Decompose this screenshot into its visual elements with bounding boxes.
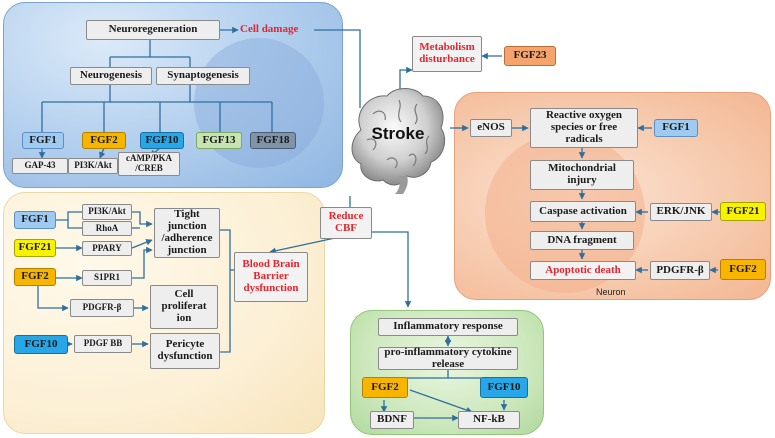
inflam-fgf10-box: FGF10 <box>480 377 528 398</box>
pericyte-dysfunction-box: Pericyte dysfunction <box>150 333 220 369</box>
neuron-caption: Neuron <box>596 287 626 297</box>
ppary-box: PPARY <box>82 241 132 256</box>
bdnf-box: BDNF <box>370 411 414 429</box>
reduce-cbf-box: Reduce CBF <box>320 207 372 239</box>
wire <box>131 239 153 249</box>
inflam-fgf2-box: FGF2 <box>362 377 408 398</box>
wire <box>409 389 473 414</box>
s1pr1-box: S1PR1 <box>82 270 132 286</box>
fgf18-box: FGF18 <box>250 132 296 149</box>
neurogenesis-box: Neurogenesis <box>70 67 152 85</box>
pi3k-akt-box: PI3K/Akt <box>68 158 118 174</box>
gap43-box: GAP-43 <box>12 158 68 174</box>
wire <box>220 229 231 353</box>
mitochondrial-injury-box: Mitochondrial injury <box>530 160 634 190</box>
pdgf-bb-box: PDGF BB <box>74 335 132 353</box>
wire <box>99 147 106 159</box>
stroke-label: Stroke <box>371 124 425 143</box>
bbb-pdgfr-box: PDGFR-β <box>70 299 134 317</box>
wire <box>269 237 336 254</box>
fgf13-box: FGF13 <box>196 132 242 149</box>
neuroregeneration-box: Neuroregeneration <box>86 20 220 40</box>
wire <box>399 66 413 92</box>
ros-box: Reactive oxygen species or free radicals <box>530 108 638 148</box>
brain-icon <box>343 78 451 196</box>
bbb-fgf2-box: FGF2 <box>14 268 56 286</box>
nfkb-box: NF-kB <box>458 411 520 429</box>
caspase-activation-box: Caspase activation <box>530 201 636 222</box>
metabolism-disturbance-box: Metabolism disturbance <box>412 36 482 72</box>
bbb-fgf1-box: FGF1 <box>14 211 56 229</box>
wire <box>56 211 82 221</box>
wire <box>67 220 82 229</box>
fgf2-box: FGF2 <box>82 132 126 149</box>
fgf1-box: FGF1 <box>22 132 64 149</box>
fgf23-box: FGF23 <box>504 46 556 66</box>
enos-box: eNOS <box>470 119 512 137</box>
neuron-fgf1-box: FGF1 <box>654 119 698 137</box>
bbb-fgf10-box: FGF10 <box>14 335 68 354</box>
cell-damage-label: Cell damage <box>240 23 299 35</box>
cytokine-release-box: pro-inflammatory cytokine release <box>378 346 518 370</box>
neuron-fgf2-box: FGF2 <box>720 259 766 280</box>
camp-pka-creb-box: cAMP/PKA /CREB <box>118 152 180 176</box>
bbb-fgf21-box: FGF21 <box>14 239 56 257</box>
fgf10-box: FGF10 <box>140 132 184 149</box>
synaptogenesis-box: Synaptogenesis <box>156 67 250 85</box>
cell-proliferation-box: Cell proliferat ion <box>150 285 218 329</box>
wire <box>132 211 153 228</box>
inflammatory-response-box: Inflammatory response <box>378 318 518 336</box>
wire <box>132 246 153 279</box>
wire <box>37 282 69 312</box>
bbb-dysfunction-box: Blood Brain Barrier dysfunction <box>234 252 308 302</box>
wire <box>314 29 361 108</box>
dna-fragment-box: DNA fragment <box>530 231 634 250</box>
bbb-pi3k-box: PI3K/Akt <box>82 204 132 220</box>
tight-junction-box: Tight junction /adherence junction <box>154 208 220 258</box>
erk-jnk-box: ERK/JNK <box>650 203 712 221</box>
neuron-fgf21-box: FGF21 <box>720 202 766 221</box>
wire <box>372 231 412 308</box>
neuron-pdgfr-box: PDGFR-β <box>650 261 710 280</box>
rhoa-box: RhoA <box>82 221 132 236</box>
apoptotic-death-box: Apoptotic death <box>530 261 636 280</box>
